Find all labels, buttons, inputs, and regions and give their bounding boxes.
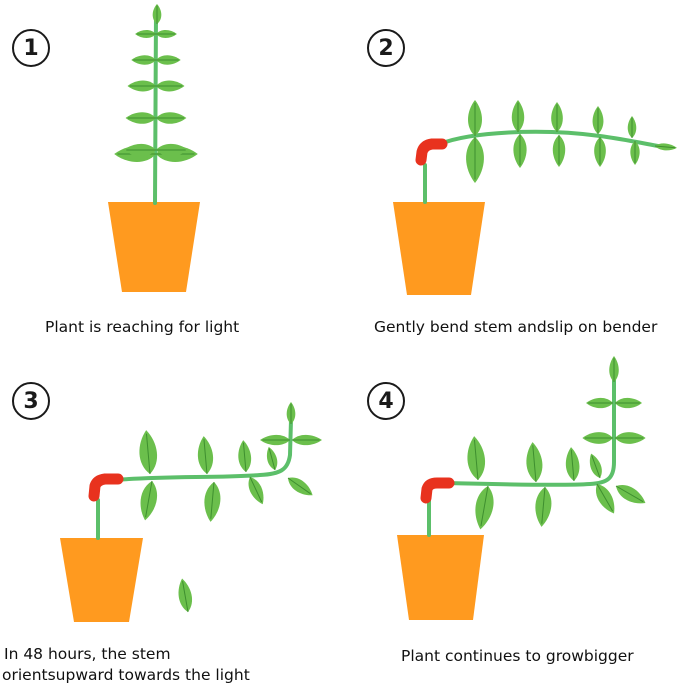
leaf-4-down-3 — [615, 485, 646, 504]
leaf-1-left-5 — [135, 30, 156, 38]
step-3-caption-line-2: orientsupward towards the light — [2, 666, 250, 684]
leaf-vein — [182, 581, 189, 613]
leaf-1-left-2 — [125, 112, 156, 124]
leaf-2-down-4 — [630, 141, 640, 165]
leaf-1-right-2 — [156, 112, 187, 124]
leaf-3-up-1 — [197, 436, 214, 475]
stem-4 — [444, 363, 616, 487]
leaf-3-top — [286, 402, 296, 424]
leaf-1-right-5 — [156, 30, 177, 38]
leaf-3-down-2 — [248, 476, 264, 505]
leaf-2-down-3 — [594, 137, 606, 167]
step-3-caption: In 48 hours, the stem orientsupward towa… — [2, 644, 282, 686]
leaf-vein — [268, 448, 276, 471]
leaf-4-top — [609, 356, 619, 382]
leaf-2-up-4 — [627, 116, 637, 138]
leaf-vein — [615, 485, 644, 503]
leaf-4-side-right-1 — [615, 397, 642, 409]
bender-2 — [415, 138, 448, 166]
leaf-1-right-4 — [156, 55, 181, 65]
leaf-2-down-2 — [552, 135, 566, 167]
leaf-3-side-left — [260, 434, 290, 446]
leaf-2-up-1 — [511, 100, 525, 132]
leaf-3-up-2 — [238, 440, 252, 473]
leaf-vein — [570, 449, 575, 482]
leaf-2-down-0 — [466, 137, 484, 183]
leaf-1-left-4 — [131, 55, 156, 65]
leaf-1-left-1 — [123, 143, 156, 157]
leaf-vein — [145, 433, 151, 475]
leaf-vein — [210, 481, 215, 519]
step-4-caption-line-1: Plant continues to growbigger — [401, 647, 634, 665]
leaf-4-down-0 — [475, 485, 494, 530]
step-1-caption-line-1: Plant is reaching for light — [45, 318, 240, 336]
step-4-badge: 4 — [367, 382, 405, 420]
leaf-vein — [145, 480, 153, 518]
leaf-4-up-1 — [526, 442, 543, 483]
step-2-caption-line-1: Gently bend stem andslip on bender — [374, 318, 658, 336]
leaf-vein — [654, 145, 676, 149]
step-2-caption: Gently bend stem andslip on bender — [374, 317, 657, 338]
leaf-4-down-2 — [596, 483, 615, 514]
leaf-3-up-3 — [266, 446, 278, 471]
leaf-4-up-2 — [565, 447, 580, 482]
step-2-badge: 2 — [367, 29, 405, 67]
leaf-vein — [480, 485, 489, 526]
pot-2 — [393, 202, 485, 295]
step-3-caption-line-1: In 48 hours, the stem — [4, 645, 171, 663]
bender-3 — [88, 473, 124, 502]
leaf-4-up-3 — [589, 453, 602, 479]
leaf-vein — [596, 483, 614, 512]
step-3-badge: 3 — [12, 382, 50, 420]
leaf-3-down-3 — [287, 477, 313, 496]
leaf-vein — [473, 439, 479, 481]
leaf-3-up-0 — [139, 430, 157, 475]
pot-3 — [60, 538, 143, 622]
pot-1 — [108, 202, 200, 292]
leaf-4-side-left-1 — [586, 397, 613, 409]
leaf-2-up-0 — [468, 100, 482, 136]
stem-3 — [114, 418, 293, 482]
step-1-caption: Plant is reaching for light — [45, 317, 239, 338]
leaf-vein — [287, 477, 311, 495]
leaf-3-fallen — [178, 578, 193, 613]
step-4-caption: Plant continues to growbigger — [401, 646, 634, 667]
leaf-3-side-right — [292, 434, 322, 446]
bender-4 — [420, 477, 455, 504]
leaf-2-down-1 — [513, 134, 527, 168]
leaf-2-tip — [654, 143, 677, 151]
leaf-vein — [541, 486, 546, 524]
leaf-3-down-0 — [140, 480, 158, 521]
leaf-4-down-1 — [535, 486, 552, 527]
leaf-4-side-right-0 — [615, 432, 646, 444]
leaf-4-up-0 — [467, 436, 485, 481]
step-1-badge: 1 — [12, 29, 50, 67]
leaf-3-down-1 — [204, 481, 221, 522]
leaf-1-top — [152, 4, 162, 24]
leaf-1-right-1 — [156, 143, 189, 157]
stem-2 — [438, 129, 672, 150]
pot-4 — [397, 535, 484, 620]
leaf-2-up-3 — [592, 106, 604, 134]
stem-1 — [153, 12, 158, 205]
leaf-2-up-2 — [551, 102, 563, 132]
leaf-vein — [242, 442, 247, 473]
leaf-1-right-3 — [156, 80, 185, 92]
leaf-4-side-left-0 — [582, 432, 613, 444]
leaf-1-left-3 — [127, 80, 156, 92]
leaf-vein — [591, 455, 601, 479]
leaf-vein — [203, 439, 208, 475]
leaf-vein — [249, 476, 263, 503]
leaf-vein — [532, 445, 537, 483]
